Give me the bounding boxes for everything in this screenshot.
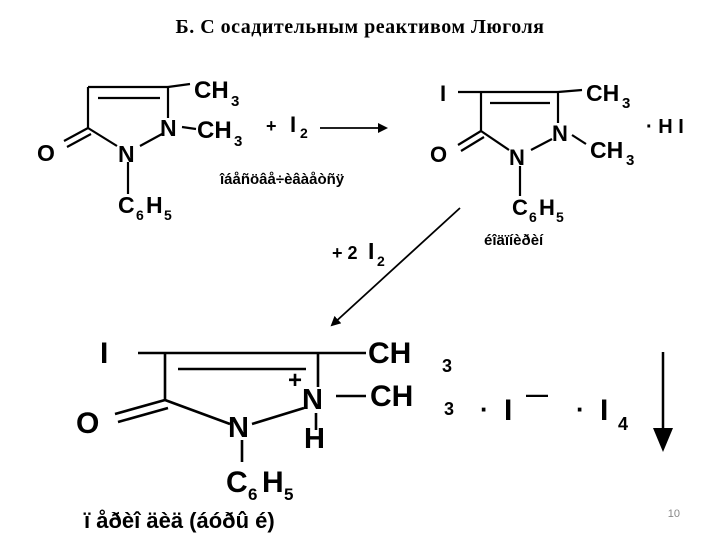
slide-number: 10 (667, 508, 680, 520)
n-methyl-ch-label: CH (197, 117, 232, 144)
plus-two-label: + 2 (332, 243, 358, 263)
n-methyl-atom: N (552, 121, 568, 146)
phenyl-h-subscript: 5 (556, 209, 564, 225)
label-periodide-brown: ï åðèî äèä (áóðû é) (83, 508, 275, 533)
iodo-substituent: I (440, 81, 446, 106)
ch3-top-subscript: 3 (442, 356, 452, 376)
iodo-substituent: I (100, 337, 108, 370)
iodine-subscript: 2 (300, 125, 308, 141)
label-no-precipitate: îáåñöâå÷èâàåòñÿ (219, 171, 345, 188)
n-methyl-atom: N (302, 384, 323, 416)
ring-bonds-1 (63, 82, 197, 194)
molecule-iodoantipyrine: I CH 3 N CH 3 O N C 6 H 5 · H I (430, 80, 684, 225)
precipitate-arrow (653, 352, 673, 452)
triiodide-subscript: 4 (618, 414, 628, 434)
triiodide-label: I (600, 394, 608, 427)
phenyl-h-label: H (262, 466, 284, 499)
reaction-arrow-2 (330, 207, 461, 327)
phenyl-h-subscript: 5 (164, 207, 172, 223)
molecule-antipyrine: CH 3 N CH 3 O N C 6 H 5 (37, 77, 242, 223)
phenyl-c-subscript: 6 (248, 485, 257, 504)
n-methyl-subscript: 3 (626, 152, 634, 169)
n-methyl-subscript: 3 (234, 133, 242, 150)
ring-bonds-3 (114, 351, 366, 462)
iodide-dot: · (480, 394, 489, 424)
plus-sign: + (266, 116, 277, 136)
ch3-top-label: CH (368, 337, 411, 370)
phenyl-c-label: C (226, 466, 248, 499)
reagent-iodine-1: + I 2 (266, 112, 308, 141)
ch3-top-label: CH (586, 80, 619, 106)
phenyl-c-subscript: 6 (136, 207, 144, 223)
n-methyl-atom: N (160, 115, 177, 141)
n-methyl-ch-label: CH (370, 380, 413, 413)
ch3-top-subscript: 3 (622, 95, 630, 112)
iodine-label: I (368, 238, 374, 264)
carbonyl-oxygen: O (76, 407, 99, 440)
n-phenyl-atom: N (118, 141, 135, 167)
ring-bonds-2 (457, 88, 587, 196)
label-iodoantipyrine: éîäïíèðèí (484, 232, 544, 249)
iodine-subscript: 2 (377, 253, 385, 269)
phenyl-h-label: H (146, 192, 163, 218)
hi-salt-label: · H I (646, 116, 684, 138)
n-methyl-ch-label: CH (590, 137, 623, 163)
reagent-iodine-2: + 2 I 2 (332, 238, 385, 269)
carbonyl-oxygen: O (430, 142, 447, 167)
n-phenyl-atom: N (509, 145, 525, 170)
iodine-label: I (290, 112, 296, 137)
carbonyl-oxygen: O (37, 140, 55, 166)
ch3-top-subscript: 3 (231, 93, 239, 110)
n-phenyl-atom: N (228, 412, 249, 444)
phenyl-c-subscript: 6 (529, 209, 537, 225)
phenyl-h-label: H (539, 195, 555, 220)
ch3-top-label: CH (194, 77, 229, 104)
phenyl-c-label: C (512, 195, 528, 220)
n-methyl-subscript: 3 (444, 399, 454, 419)
phenyl-c-label: C (118, 192, 135, 218)
iodide-label: I (504, 394, 512, 427)
positive-charge: + (288, 367, 302, 394)
molecule-periodide: I CH 3 + N CH 3 H O N C 6 H 5 · I — · I … (76, 337, 628, 504)
n-hydrogen: H (304, 423, 325, 455)
phenyl-h-subscript: 5 (284, 485, 293, 504)
iodide-charge: — (526, 382, 548, 407)
triiodide-dot: · (576, 394, 585, 424)
slide-title: Б. С осадительным реактивом Люголя (175, 16, 545, 38)
